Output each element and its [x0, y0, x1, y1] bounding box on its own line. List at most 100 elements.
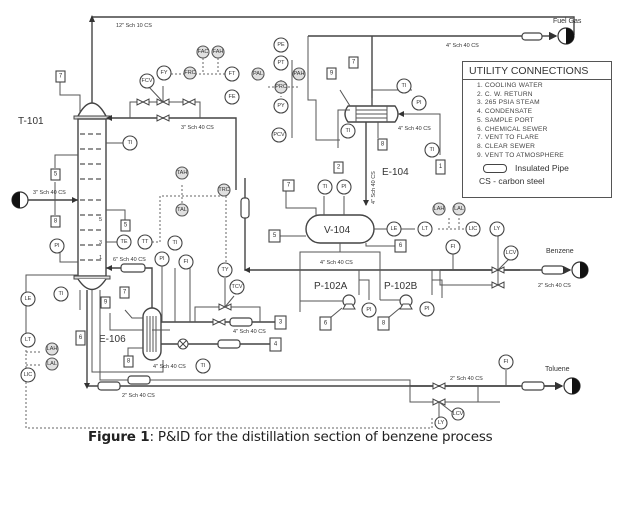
instrument-pi[interactable]: PI: [49, 238, 65, 254]
instrument-ly[interactable]: LY: [434, 416, 448, 430]
instrument-ti[interactable]: TI: [424, 142, 440, 158]
instrument-pal[interactable]: PAL: [251, 67, 265, 81]
instrument-ly[interactable]: LY: [489, 221, 505, 237]
insulated-pipe: [217, 339, 241, 349]
instrument-ti[interactable]: TI: [340, 123, 356, 139]
svg-text:LE: LE: [25, 296, 32, 302]
control-valve-fcv[interactable]: [156, 98, 170, 106]
legend-title: UTILITY CONNECTIONS: [463, 62, 611, 80]
bottoms-pipe-label: 2" Sch 40 CS: [122, 393, 155, 399]
instrument-lal[interactable]: LAL: [45, 357, 59, 371]
svg-text:TI: TI: [430, 147, 435, 153]
svg-text:TI: TI: [346, 128, 351, 134]
instrument-fe[interactable]: FE: [224, 89, 240, 105]
utility-box-cw-return: 2: [333, 161, 344, 174]
gate-valve[interactable]: [432, 382, 446, 390]
tcv-valve[interactable]: [218, 303, 232, 311]
instrument-le[interactable]: LE: [20, 291, 36, 307]
instrument-py[interactable]: PY: [273, 98, 289, 114]
instrument-pt[interactable]: PT: [273, 55, 289, 71]
instrument-frc[interactable]: FRC: [183, 66, 197, 80]
instrument-lal[interactable]: LAL: [452, 202, 466, 216]
svg-text:FT: FT: [229, 71, 236, 77]
instrument-trc[interactable]: TRC: [217, 183, 231, 197]
instrument-pi[interactable]: PI: [411, 95, 427, 111]
feed-pipe-label: 3" Sch 40 CS: [33, 190, 66, 196]
instrument-lcv[interactable]: LCV: [451, 407, 465, 421]
reflux-line: [108, 117, 237, 190]
instrument-lic[interactable]: LIC: [465, 221, 481, 237]
instrument-fi[interactable]: FI: [498, 354, 514, 370]
steam-trap: [177, 338, 189, 350]
gate-valve[interactable]: [182, 98, 196, 106]
instrument-fi[interactable]: FI: [445, 239, 461, 255]
gate-valve[interactable]: [212, 318, 226, 326]
bypass-valve[interactable]: [156, 114, 170, 122]
instrument-fi[interactable]: FI: [178, 254, 194, 270]
instrument-prc[interactable]: PRC: [274, 80, 288, 94]
tray-number-3: 3: [99, 240, 102, 246]
gate-valve[interactable]: [136, 98, 150, 106]
instrument-tah[interactable]: TAH: [175, 166, 189, 180]
svg-text:FAH: FAH: [213, 49, 224, 55]
svg-text:5: 5: [273, 233, 277, 239]
instrument-pi[interactable]: PI: [154, 251, 170, 267]
svg-text:TAH: TAH: [177, 170, 188, 176]
condenser-e104: [344, 105, 399, 123]
legend-item: 6. CHEMICAL SEWER: [477, 125, 548, 133]
instrument-fac[interactable]: FAC: [196, 45, 210, 59]
instrument-tcv[interactable]: TCV: [229, 279, 245, 295]
pump-p102b[interactable]: [399, 294, 413, 310]
svg-text:6: 6: [79, 335, 83, 341]
instrument-ti[interactable]: TI: [317, 179, 333, 195]
instrument-pi[interactable]: PI: [336, 179, 352, 195]
instrument-fy[interactable]: FY: [156, 65, 172, 81]
instrument-lic[interactable]: LIC: [20, 367, 36, 383]
level-control-valve[interactable]: [491, 266, 505, 274]
instrument-lt[interactable]: LT: [20, 332, 36, 348]
legend-insulated-pipe: Insulated Pipe: [483, 163, 611, 173]
svg-text:PAH: PAH: [294, 71, 305, 77]
utility-box-vent-to-flare: 7: [282, 179, 295, 192]
instrument-tal[interactable]: TAL: [175, 203, 189, 217]
svg-text:8: 8: [54, 219, 58, 225]
instrument-lah[interactable]: LAH: [45, 342, 59, 356]
reflux-pipe-label: 3" Sch 40 CS: [181, 125, 214, 131]
reboiler-e106: [142, 307, 162, 361]
level-control-valve[interactable]: [432, 398, 446, 406]
instrument-lt[interactable]: LT: [417, 221, 433, 237]
instrument-pi[interactable]: PI: [361, 302, 377, 318]
instrument-pe[interactable]: PE: [273, 37, 289, 53]
instrument-ft[interactable]: FT: [224, 66, 240, 82]
fuel-gas-pipe-label: 4" Sch 40 CS: [446, 43, 479, 49]
instrument-te[interactable]: TE: [116, 234, 132, 250]
svg-text:FI: FI: [504, 359, 509, 365]
toluene-offpage-icon: [563, 377, 581, 395]
instrument-fcv[interactable]: FCV: [139, 73, 155, 89]
svg-text:7: 7: [59, 74, 63, 80]
svg-text:LAL: LAL: [454, 206, 464, 212]
instrument-lcv[interactable]: LCV: [503, 245, 519, 261]
instrument-ti[interactable]: TI: [167, 235, 183, 251]
pump-b-label: P-102B: [384, 281, 418, 292]
instrument-fah[interactable]: FAH: [211, 45, 225, 59]
bypass-valve[interactable]: [491, 281, 505, 289]
instrument-ti[interactable]: TI: [53, 286, 69, 302]
svg-text:PI: PI: [341, 184, 347, 190]
tray-number-5: 5: [99, 217, 102, 223]
instrument-ti[interactable]: TI: [396, 78, 412, 94]
instrument-le[interactable]: LE: [386, 221, 402, 237]
instrument-tt[interactable]: TT: [137, 234, 153, 250]
instrument-ti[interactable]: TI: [122, 135, 138, 151]
legend-carbon-steel: CS - carbon steel: [479, 176, 545, 187]
svg-text:FY: FY: [160, 70, 167, 76]
instrument-ty[interactable]: TY: [217, 262, 233, 278]
instrument-pah[interactable]: PAH: [292, 67, 306, 81]
instrument-ti[interactable]: TI: [195, 358, 211, 374]
svg-text:LAH: LAH: [434, 206, 445, 212]
instrument-lah[interactable]: LAH: [432, 202, 446, 216]
instrument-pcv[interactable]: PCV: [271, 127, 287, 143]
instrument-pi[interactable]: PI: [419, 301, 435, 317]
